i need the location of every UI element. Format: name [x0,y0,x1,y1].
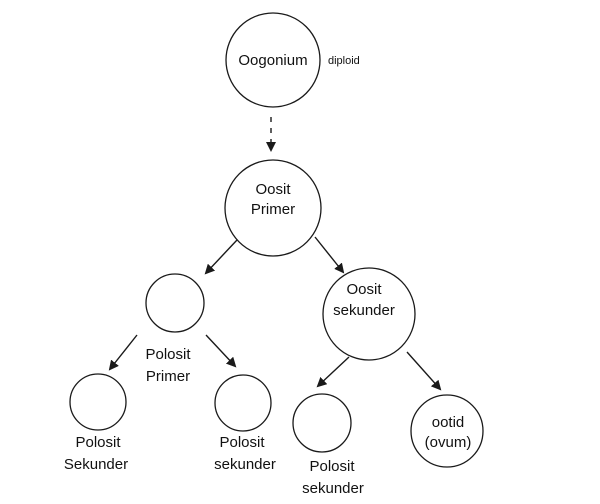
node-ootid: ootid (ovum) [410,394,484,468]
node-primary-polar-body-circle [145,273,205,333]
node-primary-oocyte-circle [224,159,322,257]
node-oogonium-note: diploid [328,55,360,67]
edge-primary-oocyte-to-secondary-oocyte [314,236,345,274]
node-secondary-oocyte: Oosit sekunder [322,267,416,361]
node-polar-body-c: Polosit sekunder [292,393,364,497]
node-ootid-label-line-2: (ovum) [425,434,472,451]
node-polar-body-b-circle [214,374,272,432]
node-primary-oocyte-label-line-2: Primer [251,201,295,218]
node-polar-body-a: Polosit Sekunder [64,373,128,473]
edge-primary-oocyte-to-primary-polar-body [204,239,238,275]
edge-primary-polar-body-to-polar-body-a [108,334,138,371]
node-primary-oocyte-label-line-1: Oosit [255,181,291,198]
node-secondary-oocyte-label-line-1: Oosit [346,281,382,298]
node-oogonium-circle [225,12,321,108]
node-oogonium: Oogonium diploid [225,12,360,108]
node-polar-body-c-circle [292,393,352,453]
edge-secondary-oocyte-to-polar-body-c [316,356,350,388]
node-secondary-oocyte-label-line-2: sekunder [333,302,395,319]
node-polar-body-b: Polosit sekunder [214,374,276,473]
node-oogonium-label: Oogonium [238,52,307,69]
node-polar-body-a-caption-line-1: Polosit [75,434,121,451]
node-primary-polar-body-caption-line-2: Primer [146,368,190,385]
node-polar-body-b-caption-line-1: Polosit [219,434,265,451]
node-polar-body-c-caption-line-2: sekunder [302,480,364,497]
node-secondary-oocyte-circle [322,267,416,361]
node-ootid-circle [410,394,484,468]
node-polar-body-a-circle [69,373,127,431]
node-ootid-label-line-1: ootid [432,414,465,431]
node-polar-body-b-caption-line-2: sekunder [214,456,276,473]
node-polar-body-a-caption-line-2: Sekunder [64,456,128,473]
edge-secondary-oocyte-to-ootid [406,351,442,391]
edge-primary-polar-body-to-polar-body-b [205,334,237,368]
node-polar-body-c-caption-line-1: Polosit [309,458,355,475]
node-primary-oocyte: Oosit Primer [224,159,322,257]
node-primary-polar-body-caption-line-1: Polosit [145,346,191,363]
node-primary-polar-body: Polosit Primer [145,273,205,385]
